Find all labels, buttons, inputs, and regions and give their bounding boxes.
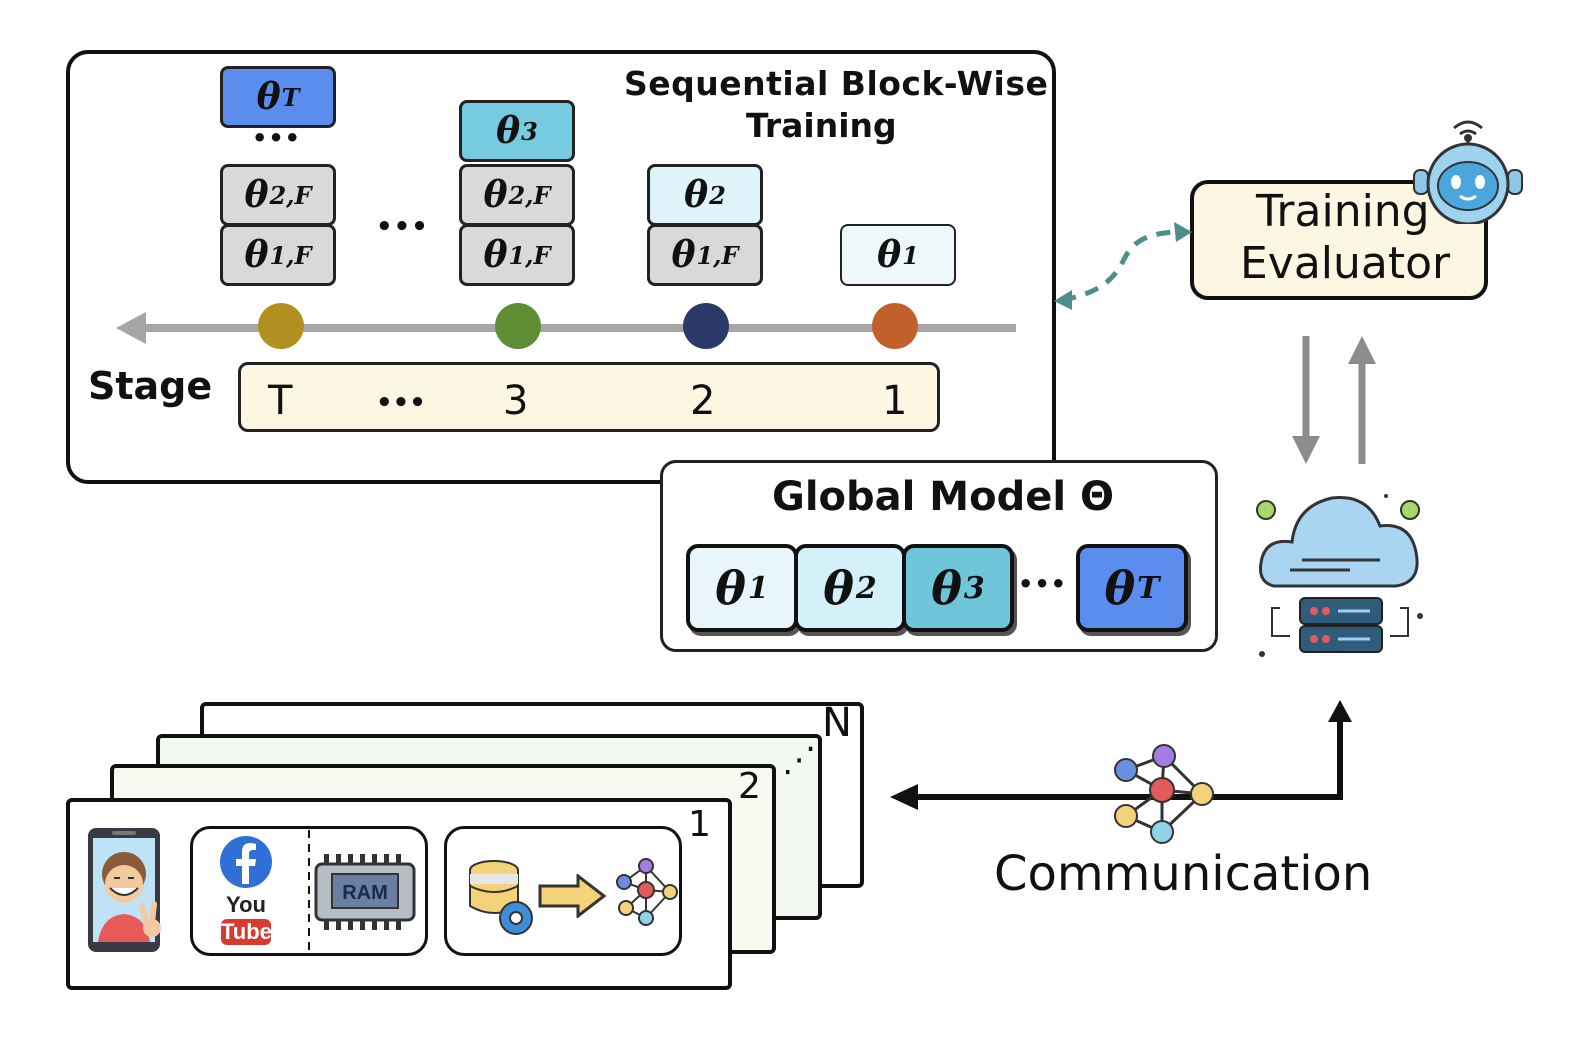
client-label-1: 1 bbox=[688, 804, 711, 845]
client-label-2: 2 bbox=[738, 766, 761, 807]
cloud-server-icon bbox=[1256, 494, 1423, 657]
youtube-icon: You Tube bbox=[218, 892, 274, 945]
ram-label: RAM bbox=[342, 882, 388, 904]
communication-label: Communication bbox=[994, 846, 1373, 902]
right-arrow-icon bbox=[538, 874, 607, 918]
stage-dot-2 bbox=[683, 303, 729, 349]
facebook-icon bbox=[220, 836, 272, 888]
robot-icon bbox=[1413, 120, 1523, 224]
divider-dashed bbox=[308, 830, 310, 954]
stage-bar bbox=[238, 362, 940, 432]
vertical-ellipsis: ••• bbox=[252, 124, 302, 152]
stage-1: 1 bbox=[882, 378, 908, 424]
stage-dot-1 bbox=[872, 303, 918, 349]
panel-title-line1: Sequential Block-Wise bbox=[624, 64, 1049, 103]
stage-3: 3 bbox=[503, 378, 529, 424]
stage-label: Stage bbox=[88, 364, 213, 408]
ram-chip-icon: RAM bbox=[314, 854, 416, 930]
stage-dot-3 bbox=[495, 303, 541, 349]
client-ellipsis: ⋰ bbox=[782, 740, 816, 780]
database-gear-icon bbox=[469, 860, 533, 935]
stage-2: 2 bbox=[690, 378, 716, 424]
global-model-title: Global Model Θ bbox=[772, 474, 1114, 520]
youtube-you: You bbox=[226, 892, 266, 917]
evaluator-server-arrows bbox=[1292, 336, 1376, 464]
evaluator-line1: Training bbox=[1256, 186, 1430, 237]
panel-title-line2: Training bbox=[746, 106, 897, 145]
client-label-N: N bbox=[822, 700, 852, 746]
phone-user-icon bbox=[88, 828, 161, 952]
neural-network-icon bbox=[616, 858, 678, 926]
column-ellipsis: ••• bbox=[376, 212, 429, 242]
communication-network-icon bbox=[1114, 744, 1214, 844]
stage-ellipsis: ••• bbox=[376, 388, 426, 418]
evaluator-line2: Evaluator bbox=[1240, 238, 1451, 289]
stage-T: T bbox=[268, 378, 293, 424]
stage-dot-T bbox=[258, 303, 304, 349]
youtube-tube: Tube bbox=[221, 919, 272, 945]
global-ellipsis: ••• bbox=[1018, 570, 1068, 598]
